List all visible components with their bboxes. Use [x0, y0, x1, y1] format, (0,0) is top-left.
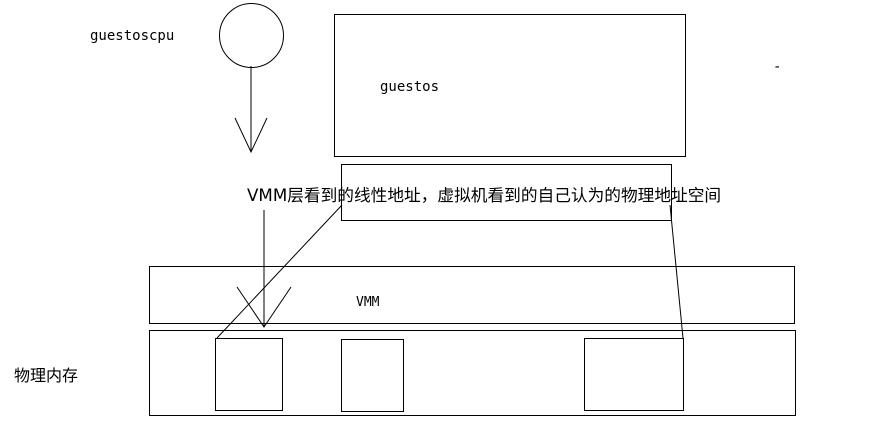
linear-address-note: VMM层看到的线性地址，虚拟机看到的自己认为的物理地址空间 [247, 185, 722, 205]
guest-cpu-label: guestoscpu [90, 28, 175, 44]
physical-memory-label: 物理内存 [14, 366, 79, 385]
stray-mark: - [773, 59, 782, 75]
linear-address-box [341, 164, 672, 221]
memory-page-2 [341, 339, 404, 412]
guest-os-label: guestos [380, 79, 440, 95]
guest-cpu-arrow-head [234, 117, 268, 154]
memory-page-3 [584, 338, 684, 411]
vmm-label: VMM [356, 295, 380, 310]
vmm-layer-box [149, 266, 795, 324]
guest-cpu-circle [219, 3, 284, 68]
physical-memory-box [149, 330, 796, 416]
guest-os-box [334, 14, 686, 157]
memory-page-1 [215, 338, 283, 411]
